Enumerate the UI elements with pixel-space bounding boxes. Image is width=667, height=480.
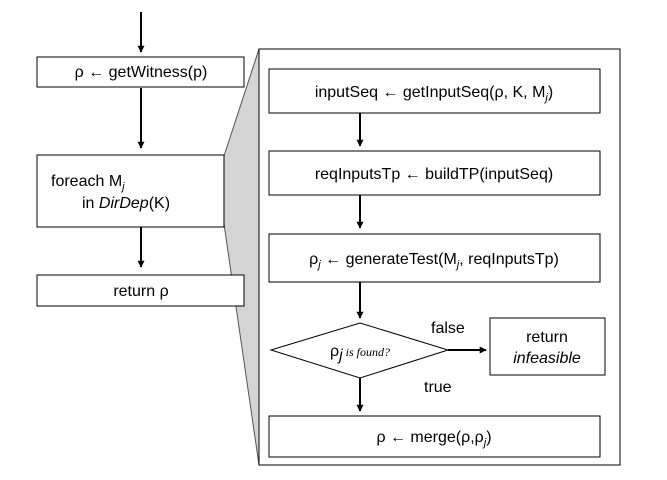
generate-test-box xyxy=(268,233,601,283)
generate-test-text: ρj ← generateTest(Mj, reqInputsTp) xyxy=(309,251,559,271)
build-tp-box xyxy=(268,150,601,196)
get-witness-text: ρ ← getWitness(p) xyxy=(75,64,208,81)
is-found-decision xyxy=(269,322,450,379)
foreach-line1: foreach Mj xyxy=(51,173,125,193)
return-rho-box xyxy=(36,274,245,307)
foreach-line2: in DirDep(K) xyxy=(82,195,170,212)
foreach-box xyxy=(36,154,225,228)
merge-text: ρ ← merge(ρ,ρj) xyxy=(376,429,491,449)
zoom-wedge xyxy=(223,48,260,466)
infeasible-line1: return xyxy=(526,329,568,346)
infeasible-line2: infeasible xyxy=(513,350,581,367)
input-seq-text: inputSeq ← getInputSeq(ρ, K, Mj) xyxy=(315,84,553,104)
input-seq-box xyxy=(268,68,601,114)
infeasible-box xyxy=(489,317,606,376)
detail-flow xyxy=(356,113,487,412)
true-label: true xyxy=(424,379,452,396)
merge-box xyxy=(268,415,601,458)
build-tp-text: reqInputsTp ← buildTP(inputSeq) xyxy=(315,166,553,183)
return-rho-text: return ρ xyxy=(113,283,168,300)
false-label: false xyxy=(431,320,465,337)
get-witness-box xyxy=(36,56,245,88)
